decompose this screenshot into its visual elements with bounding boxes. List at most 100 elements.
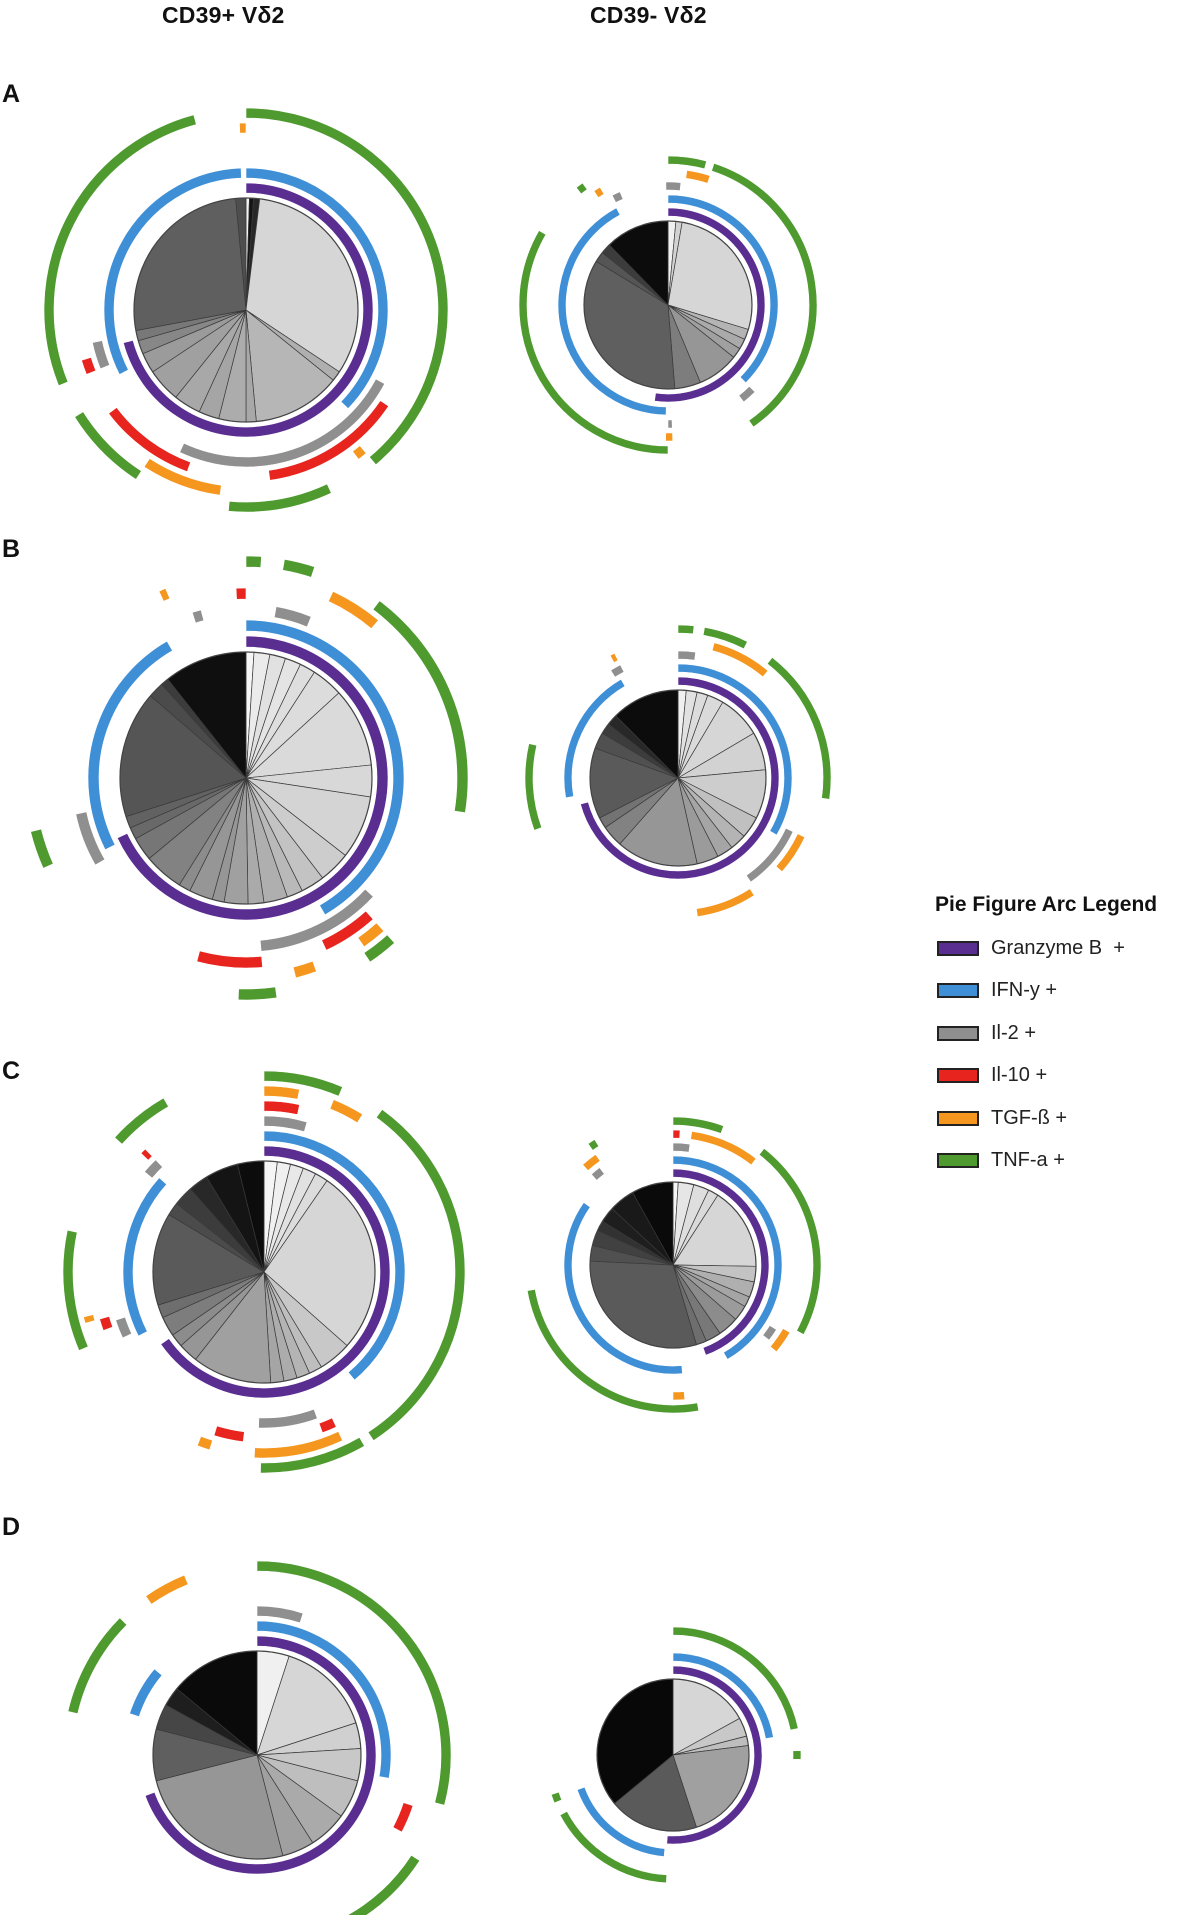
arc-ifn-y [557, 207, 667, 416]
arc-tgf- [329, 1099, 363, 1124]
arc-il-2 [256, 1605, 304, 1624]
legend-swatch [937, 1068, 979, 1084]
legend-item-tgf-b: TGF-ß + [935, 1097, 1181, 1140]
panel-label-d: D [2, 1513, 21, 1541]
arc-tnf-a [677, 624, 695, 635]
arc-tnf-a [367, 1108, 466, 1441]
arc-ifn-y [263, 1130, 406, 1381]
pie-border [589, 689, 767, 867]
arc-il-2 [115, 1316, 133, 1339]
pie-d-cd39-pos [67, 1560, 452, 1915]
arc-il-2 [745, 827, 794, 883]
arc-tgf- [593, 186, 605, 199]
arc-tgf- [685, 169, 711, 184]
legend-swatch [937, 1153, 979, 1169]
arc-il-2 [665, 181, 682, 191]
arc-tnf-a [67, 1617, 128, 1714]
arc-ifn-y [256, 1620, 392, 1779]
arc-tnf-a [114, 1097, 169, 1145]
arc-il-2 [273, 606, 312, 628]
legend-swatch [937, 983, 979, 999]
arc-il-10 [672, 1129, 681, 1139]
arc-tnf-a [792, 1750, 802, 1760]
arc-ifn-y [667, 194, 779, 384]
arc-tgf- [582, 1153, 601, 1172]
arc-il-2 [263, 1115, 308, 1133]
arc-ifn-y [576, 1786, 666, 1857]
arc-il-2 [92, 340, 111, 370]
arc-il-2 [258, 1408, 318, 1429]
legend-item-il-2: Il-2 + [935, 1012, 1181, 1055]
legend-label: IFN-y + [991, 979, 1058, 1002]
arc-tnf-a [524, 743, 543, 831]
arc-il-2 [259, 888, 374, 952]
arc-granzyme-b [116, 635, 389, 921]
arc-ifn-y [677, 663, 793, 836]
arc-granzyme-b [122, 182, 374, 438]
arc-tgf- [665, 432, 674, 442]
legend-swatch [937, 1025, 979, 1041]
arc-tnf-a [550, 1791, 563, 1804]
pie-border [152, 1650, 362, 1860]
pie-b-cd39-neg [524, 624, 832, 917]
arc-il-2 [610, 664, 625, 678]
arc-il-10 [392, 1802, 414, 1833]
arc-granzyme-b [654, 207, 766, 403]
arc-granzyme-b [160, 1145, 391, 1399]
arc-tnf-a [62, 1229, 89, 1351]
arc-tnf-a [518, 230, 669, 455]
arc-il-10 [81, 356, 97, 375]
arc-il-2 [667, 419, 673, 429]
legend-label: Granzyme B + [991, 936, 1125, 959]
arc-tnf-a [672, 1626, 799, 1731]
arc-il-10 [108, 407, 191, 473]
arc-tgf- [696, 888, 755, 917]
arc-ifn-y [129, 1668, 163, 1718]
pie-a-cd39-neg [518, 155, 818, 455]
legend-swatch [937, 1110, 979, 1126]
arc-tnf-a [575, 182, 588, 195]
arc-tgf- [239, 122, 247, 134]
arc-ifn-y [103, 167, 242, 375]
pie-c-cd39-pos [62, 1070, 466, 1474]
arc-il-10 [235, 587, 247, 600]
legend-title: Pie Figure Arc Legend [935, 893, 1158, 916]
pie-border [152, 1160, 376, 1384]
legend-swatch [937, 940, 979, 956]
column-title-cd39-negative: CD39- Vδ2 [590, 2, 707, 28]
arc-il-10 [196, 950, 263, 969]
pie-a-cd39-pos [43, 107, 449, 513]
arc-ifn-y [245, 619, 405, 916]
legend-label: Il-10 + [991, 1064, 1048, 1087]
arc-il-2 [611, 191, 624, 203]
pie-b-cd39-pos [30, 555, 469, 1001]
legend-label: TNF-a + [991, 1149, 1065, 1172]
arc-tnf-a [245, 107, 449, 466]
arc-il-2 [762, 1324, 777, 1341]
arc-il-2 [75, 811, 106, 866]
arc-il-2 [144, 1159, 164, 1179]
arc-tnf-a [263, 1070, 343, 1097]
arc-il-2 [738, 385, 756, 403]
panel-label-b: B [2, 535, 21, 563]
pie-border [589, 1181, 757, 1349]
arc-il-2 [191, 609, 205, 624]
arc-tnf-a [260, 1437, 365, 1474]
arc-ifn-y [563, 678, 626, 799]
arc-il-10 [318, 1417, 337, 1434]
column-title-cd39-positive: CD39+ Vδ2 [162, 2, 285, 28]
arc-legend: Pie Figure Arc Legend Granzyme B + IFN-y… [935, 893, 1181, 1182]
panel-label-a: A [2, 80, 21, 108]
arc-tnf-a [228, 483, 332, 513]
arc-ifn-y [87, 640, 173, 851]
legend-item-il-10: Il-10 + [935, 1055, 1181, 1098]
arc-tnf-a [711, 162, 818, 428]
arc-tnf-a [245, 555, 262, 568]
arc-tnf-a [363, 934, 395, 963]
arc-tnf-a [372, 600, 469, 814]
panel-label-c: C [2, 1057, 21, 1085]
arc-ifn-y [245, 167, 389, 410]
arc-tgf- [83, 1314, 96, 1324]
arc-ifn-y [563, 1202, 683, 1375]
